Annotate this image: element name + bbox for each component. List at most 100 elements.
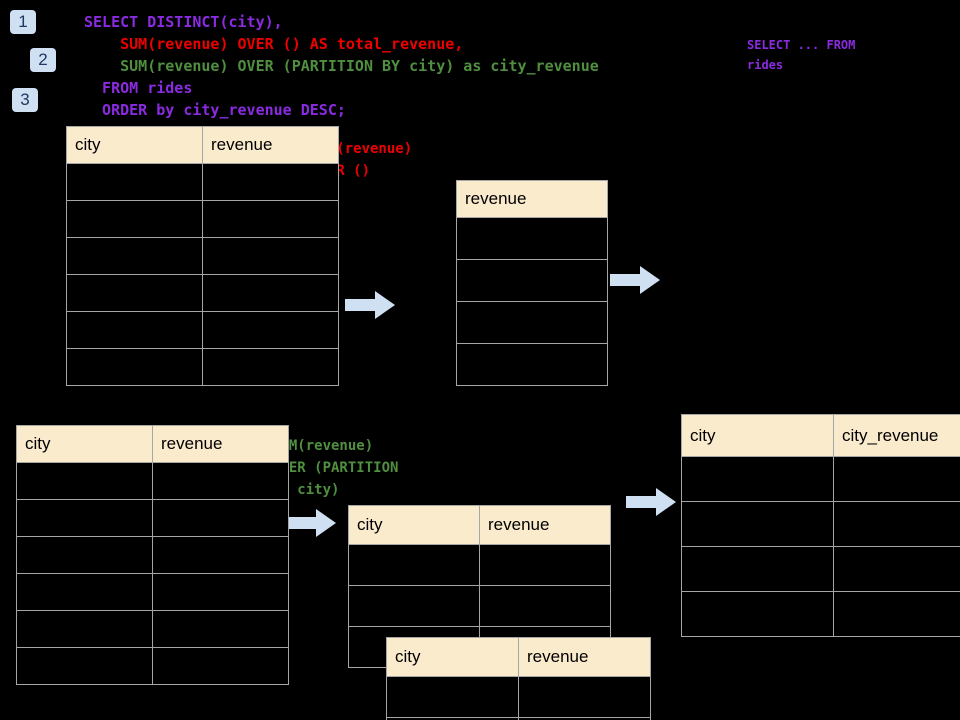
cell-city — [16, 462, 153, 500]
query-line-city-revenue: SUM(revenue) OVER (PARTITION BY city) as… — [84, 57, 599, 75]
column-header-city: city — [16, 425, 153, 463]
cell-revenue — [152, 610, 289, 648]
cell-revenue — [456, 259, 608, 302]
cell-city — [16, 610, 153, 648]
table-row — [348, 544, 611, 586]
column-header-city: city — [386, 637, 519, 677]
table-row — [66, 200, 339, 238]
column-header-revenue: revenue — [202, 126, 339, 164]
table-row — [66, 274, 339, 312]
rides-source-table-bottom: city revenue — [16, 425, 289, 685]
cell-revenue — [152, 647, 289, 685]
side-note-line-2: rides — [747, 58, 784, 72]
table-header-row: city revenue — [66, 126, 339, 164]
cell-revenue — [152, 462, 289, 500]
cell-city — [66, 311, 203, 349]
column-header-revenue: revenue — [518, 637, 651, 677]
arrow-total-revenue-to-result — [610, 266, 660, 294]
cell-city — [66, 274, 203, 312]
cell-city-revenue — [833, 456, 960, 502]
table-row — [16, 610, 289, 648]
cell-city — [348, 585, 480, 627]
table-row — [386, 676, 651, 718]
table-row — [16, 573, 289, 611]
cell-revenue — [518, 717, 651, 720]
cell-revenue — [152, 573, 289, 611]
cell-city — [66, 348, 203, 386]
table-row — [16, 647, 289, 685]
cell-revenue — [456, 301, 608, 344]
table-row — [66, 311, 339, 349]
table-header-row: city city_revenue — [681, 414, 960, 457]
table-row — [66, 237, 339, 275]
cell-revenue — [152, 499, 289, 537]
arrow-source-to-total-revenue — [345, 291, 395, 319]
table-row — [16, 499, 289, 537]
cell-city-revenue — [833, 546, 960, 592]
table-row — [681, 456, 960, 502]
cell-revenue — [479, 585, 611, 627]
cell-city — [681, 591, 834, 637]
table-row — [681, 501, 960, 547]
column-header-revenue: revenue — [456, 180, 608, 218]
cell-city — [16, 499, 153, 537]
cell-city — [386, 676, 519, 718]
cell-revenue — [202, 163, 339, 201]
column-header-revenue: revenue — [152, 425, 289, 463]
cell-city — [681, 456, 834, 502]
table-row — [456, 301, 608, 344]
cell-revenue — [456, 343, 608, 386]
column-header-city-revenue: city_revenue — [833, 414, 960, 457]
table-row — [386, 717, 651, 720]
cell-city-revenue — [833, 501, 960, 547]
query-line-select: SELECT DISTINCT(city), — [84, 13, 283, 31]
table-header-row: revenue — [456, 180, 608, 218]
step-badge-1[interactable]: 1 — [10, 10, 36, 34]
table-row — [681, 591, 960, 637]
arrow-source-to-partition — [286, 509, 336, 537]
cell-revenue — [202, 237, 339, 275]
step-badge-3[interactable]: 3 — [12, 88, 38, 112]
table-row — [16, 536, 289, 574]
query-line-total-revenue: SUM(revenue) OVER () AS total_revenue, — [84, 35, 464, 53]
rides-source-table-top: city revenue — [66, 126, 339, 386]
table-row — [348, 585, 611, 627]
cell-city — [16, 573, 153, 611]
final-result-table: city city_revenue — [681, 414, 960, 637]
query-line-from: FROM rides — [84, 79, 193, 97]
table-header-row: city revenue — [348, 505, 611, 545]
table-row — [66, 348, 339, 386]
table-row — [456, 343, 608, 386]
table-header-row: city revenue — [386, 637, 651, 677]
cell-revenue — [202, 274, 339, 312]
cell-city — [681, 546, 834, 592]
cell-revenue — [456, 217, 608, 260]
cell-city — [681, 501, 834, 547]
partition-group-table-front: city revenue — [386, 637, 651, 720]
step-badge-2[interactable]: 2 — [30, 48, 56, 72]
total-revenue-table: revenue — [456, 180, 608, 386]
annotation-city-revenue-line-1: SUM(revenue) — [272, 438, 374, 454]
column-header-revenue: revenue — [479, 505, 611, 545]
cell-revenue — [202, 200, 339, 238]
table-header-row: city revenue — [16, 425, 289, 463]
table-row — [16, 462, 289, 500]
table-row — [681, 546, 960, 592]
cell-city — [16, 647, 153, 685]
cell-city — [16, 536, 153, 574]
table-row — [66, 163, 339, 201]
column-header-city: city — [66, 126, 203, 164]
column-header-city: city — [681, 414, 834, 457]
table-row — [456, 259, 608, 302]
cell-revenue — [152, 536, 289, 574]
annotation-city-revenue-line-2: OVER (PARTITION — [272, 460, 399, 476]
cell-city — [66, 200, 203, 238]
arrow-partition-to-result — [626, 488, 676, 516]
table-row — [456, 217, 608, 260]
cell-revenue — [202, 348, 339, 386]
cell-city — [66, 163, 203, 201]
cell-revenue — [518, 676, 651, 718]
cell-city — [66, 237, 203, 275]
cell-revenue — [479, 544, 611, 586]
